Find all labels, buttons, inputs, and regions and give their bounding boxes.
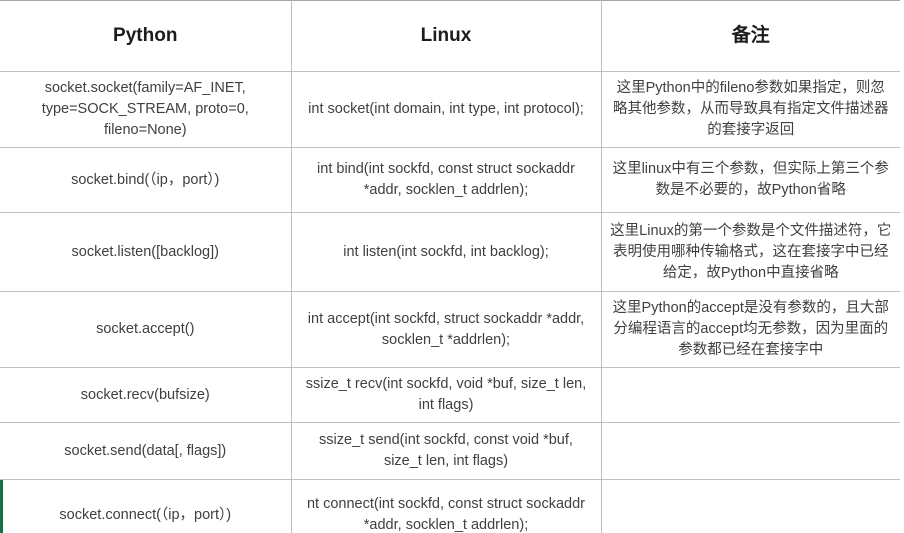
cell-note-connect [600,479,900,533]
cell-linux-send: ssize_t send(int sockfd, const void *buf… [290,422,602,481]
cell-linux-bind: int bind(int sockfd, const struct sockad… [290,147,602,214]
cell-note-accept: 这里Python的accept是没有参数的，且大部分编程语言的accept均无参… [600,291,900,369]
table-row: socket.listen([backlog]) int listen(int … [0,212,900,293]
cell-python-connect: socket.connect(（ip，port）) [0,479,292,533]
table-row: socket.bind(（ip，port）) int bind(int sock… [0,147,900,214]
cell-linux-listen: int listen(int sockfd, int backlog); [290,212,602,293]
column-header-python: Python [0,0,292,72]
cell-python-accept: socket.accept() [0,291,292,369]
cell-note-socket: 这里Python中的fileno参数如果指定，则忽略其他参数，从而导致具有指定文… [600,70,900,149]
cell-linux-accept: int accept(int sockfd, struct sockaddr *… [290,291,602,369]
column-header-linux: Linux [290,0,602,72]
table-row: socket.send(data[, flags]) ssize_t send(… [0,422,900,481]
table-row: socket.connect(（ip，port）) nt connect(int… [0,479,900,533]
cell-note-recv [600,367,900,424]
cell-python-bind: socket.bind(（ip，port）) [0,147,292,214]
table-header-row: Python Linux 备注 [0,0,900,72]
table-body: socket.socket(family=AF_INET, type=SOCK_… [0,70,900,533]
cell-python-recv: socket.recv(bufsize) [0,367,292,424]
cell-linux-connect: nt connect(int sockfd, const struct sock… [290,479,602,533]
cell-linux-recv: ssize_t recv(int sockfd, void *buf, size… [290,367,602,424]
cell-linux-socket: int socket(int domain, int type, int pro… [290,70,602,149]
table-header: Python Linux 备注 [0,0,900,72]
column-header-note: 备注 [600,0,900,72]
cell-python-socket: socket.socket(family=AF_INET, type=SOCK_… [0,70,292,149]
table-row: socket.accept() int accept(int sockfd, s… [0,291,900,369]
cell-note-bind: 这里linux中有三个参数，但实际上第三个参数是不必要的，故Python省略 [600,147,900,214]
table-row: socket.socket(family=AF_INET, type=SOCK_… [0,70,900,149]
table-row: socket.recv(bufsize) ssize_t recv(int so… [0,367,900,424]
cell-python-listen: socket.listen([backlog]) [0,212,292,293]
cell-note-listen: 这里Linux的第一个参数是个文件描述符，它表明使用哪种传输格式，这在套接字中已… [600,212,900,293]
cell-python-send: socket.send(data[, flags]) [0,422,292,481]
cell-note-send [600,422,900,481]
